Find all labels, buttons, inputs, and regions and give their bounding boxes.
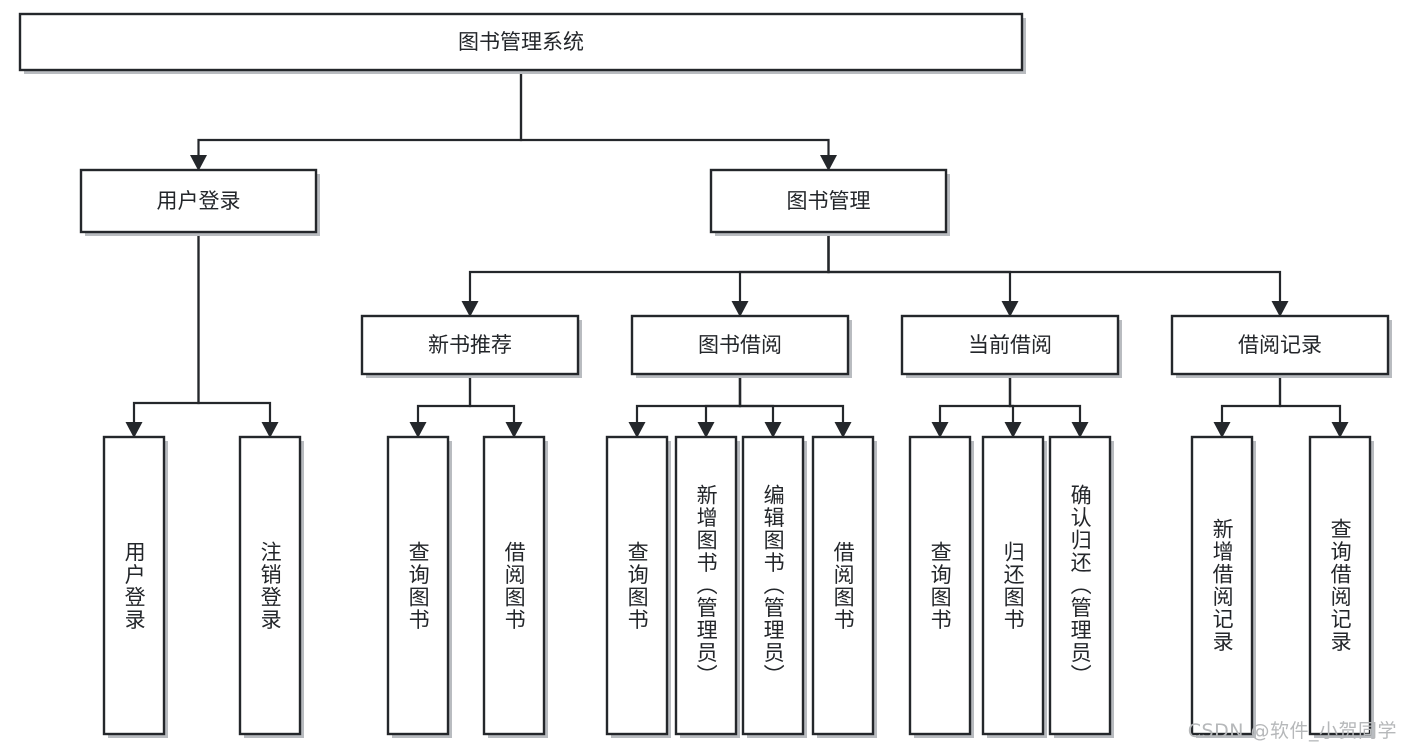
node-leaf-user-logout[interactable] xyxy=(238,435,304,738)
node-border xyxy=(102,435,166,736)
node-l2-user[interactable] xyxy=(79,168,320,236)
watermark: CSDN @软件_小贺同学 xyxy=(1187,720,1397,742)
connector-l3_newbook-to-leaf_nb_borrow xyxy=(468,374,523,438)
node-leaf-cur-confirm[interactable] xyxy=(1048,435,1114,738)
node-label: 新书推荐 xyxy=(428,333,512,357)
node-label: 图书管理系统 xyxy=(458,30,584,54)
connector-l2_book-to-l3_record xyxy=(827,232,1289,317)
node-label: 用户登录 xyxy=(157,189,241,213)
node-border xyxy=(900,314,1120,376)
connector-layer xyxy=(125,70,1349,438)
node-border xyxy=(386,435,450,736)
connector-l2_book-to-l3_newbook xyxy=(461,232,830,317)
node-border xyxy=(1190,435,1254,736)
node-root[interactable] xyxy=(18,12,1026,74)
node-leaf-user-login[interactable] xyxy=(102,435,168,738)
node-border xyxy=(630,314,850,376)
connector-l2_book-to-l3_borrow xyxy=(731,232,830,317)
node-border xyxy=(811,435,875,736)
node-border xyxy=(981,435,1045,736)
node-leaf-bw-query[interactable] xyxy=(605,435,671,738)
connector-root-to-l2_book xyxy=(519,70,837,171)
node-border xyxy=(360,314,580,376)
connector-l3_newbook-to-leaf_nb_query xyxy=(409,374,472,438)
connector-l3_current-to-leaf_cur_query xyxy=(931,374,1012,438)
connector-l2_user-to-leaf_user_logout xyxy=(197,232,279,438)
node-border xyxy=(741,435,805,736)
connector-l3_record-to-leaf_rec_add xyxy=(1213,374,1282,438)
node-border xyxy=(238,435,302,736)
node-leaf-cur-query[interactable] xyxy=(908,435,974,738)
node-border xyxy=(482,435,546,736)
node-border xyxy=(18,12,1024,72)
node-border xyxy=(79,168,318,234)
node-border xyxy=(605,435,669,736)
connector-l3_record-to-leaf_rec_query xyxy=(1278,374,1349,438)
connector-l2_user-to-leaf_user_login xyxy=(125,232,200,438)
connector-l3_current-to-leaf_cur_confirm xyxy=(1008,374,1089,438)
node-leaf-bw-borrow[interactable] xyxy=(811,435,877,738)
connector-l2_book-to-l3_current xyxy=(827,232,1019,317)
node-border xyxy=(1170,314,1390,376)
node-border xyxy=(1048,435,1112,736)
node-leaf-bw-add[interactable] xyxy=(674,435,740,738)
node-border xyxy=(1308,435,1372,736)
connector-root-to-l2_user xyxy=(190,70,523,171)
node-leaf-nb-query[interactable] xyxy=(386,435,452,738)
node-l3-record[interactable] xyxy=(1170,314,1392,378)
node-l3-borrow[interactable] xyxy=(630,314,852,378)
node-label: 图书借阅 xyxy=(698,333,782,357)
node-border xyxy=(674,435,738,736)
node-l3-newbook[interactable] xyxy=(360,314,582,378)
node-l3-current[interactable] xyxy=(900,314,1122,378)
node-leaf-rec-query[interactable] xyxy=(1308,435,1374,738)
node-label: 借阅记录 xyxy=(1238,333,1322,357)
node-border xyxy=(908,435,972,736)
connector-l3_borrow-to-leaf_bw_borrow xyxy=(738,374,852,438)
node-l2-book[interactable] xyxy=(709,168,950,236)
node-leaf-rec-add[interactable] xyxy=(1190,435,1256,738)
node-border xyxy=(709,168,948,234)
node-leaf-bw-edit[interactable] xyxy=(741,435,807,738)
node-label: 图书管理 xyxy=(787,189,871,213)
node-layer xyxy=(18,12,1392,738)
node-leaf-cur-return[interactable] xyxy=(981,435,1047,738)
node-leaf-nb-borrow[interactable] xyxy=(482,435,548,738)
node-label: 当前借阅 xyxy=(968,333,1052,357)
